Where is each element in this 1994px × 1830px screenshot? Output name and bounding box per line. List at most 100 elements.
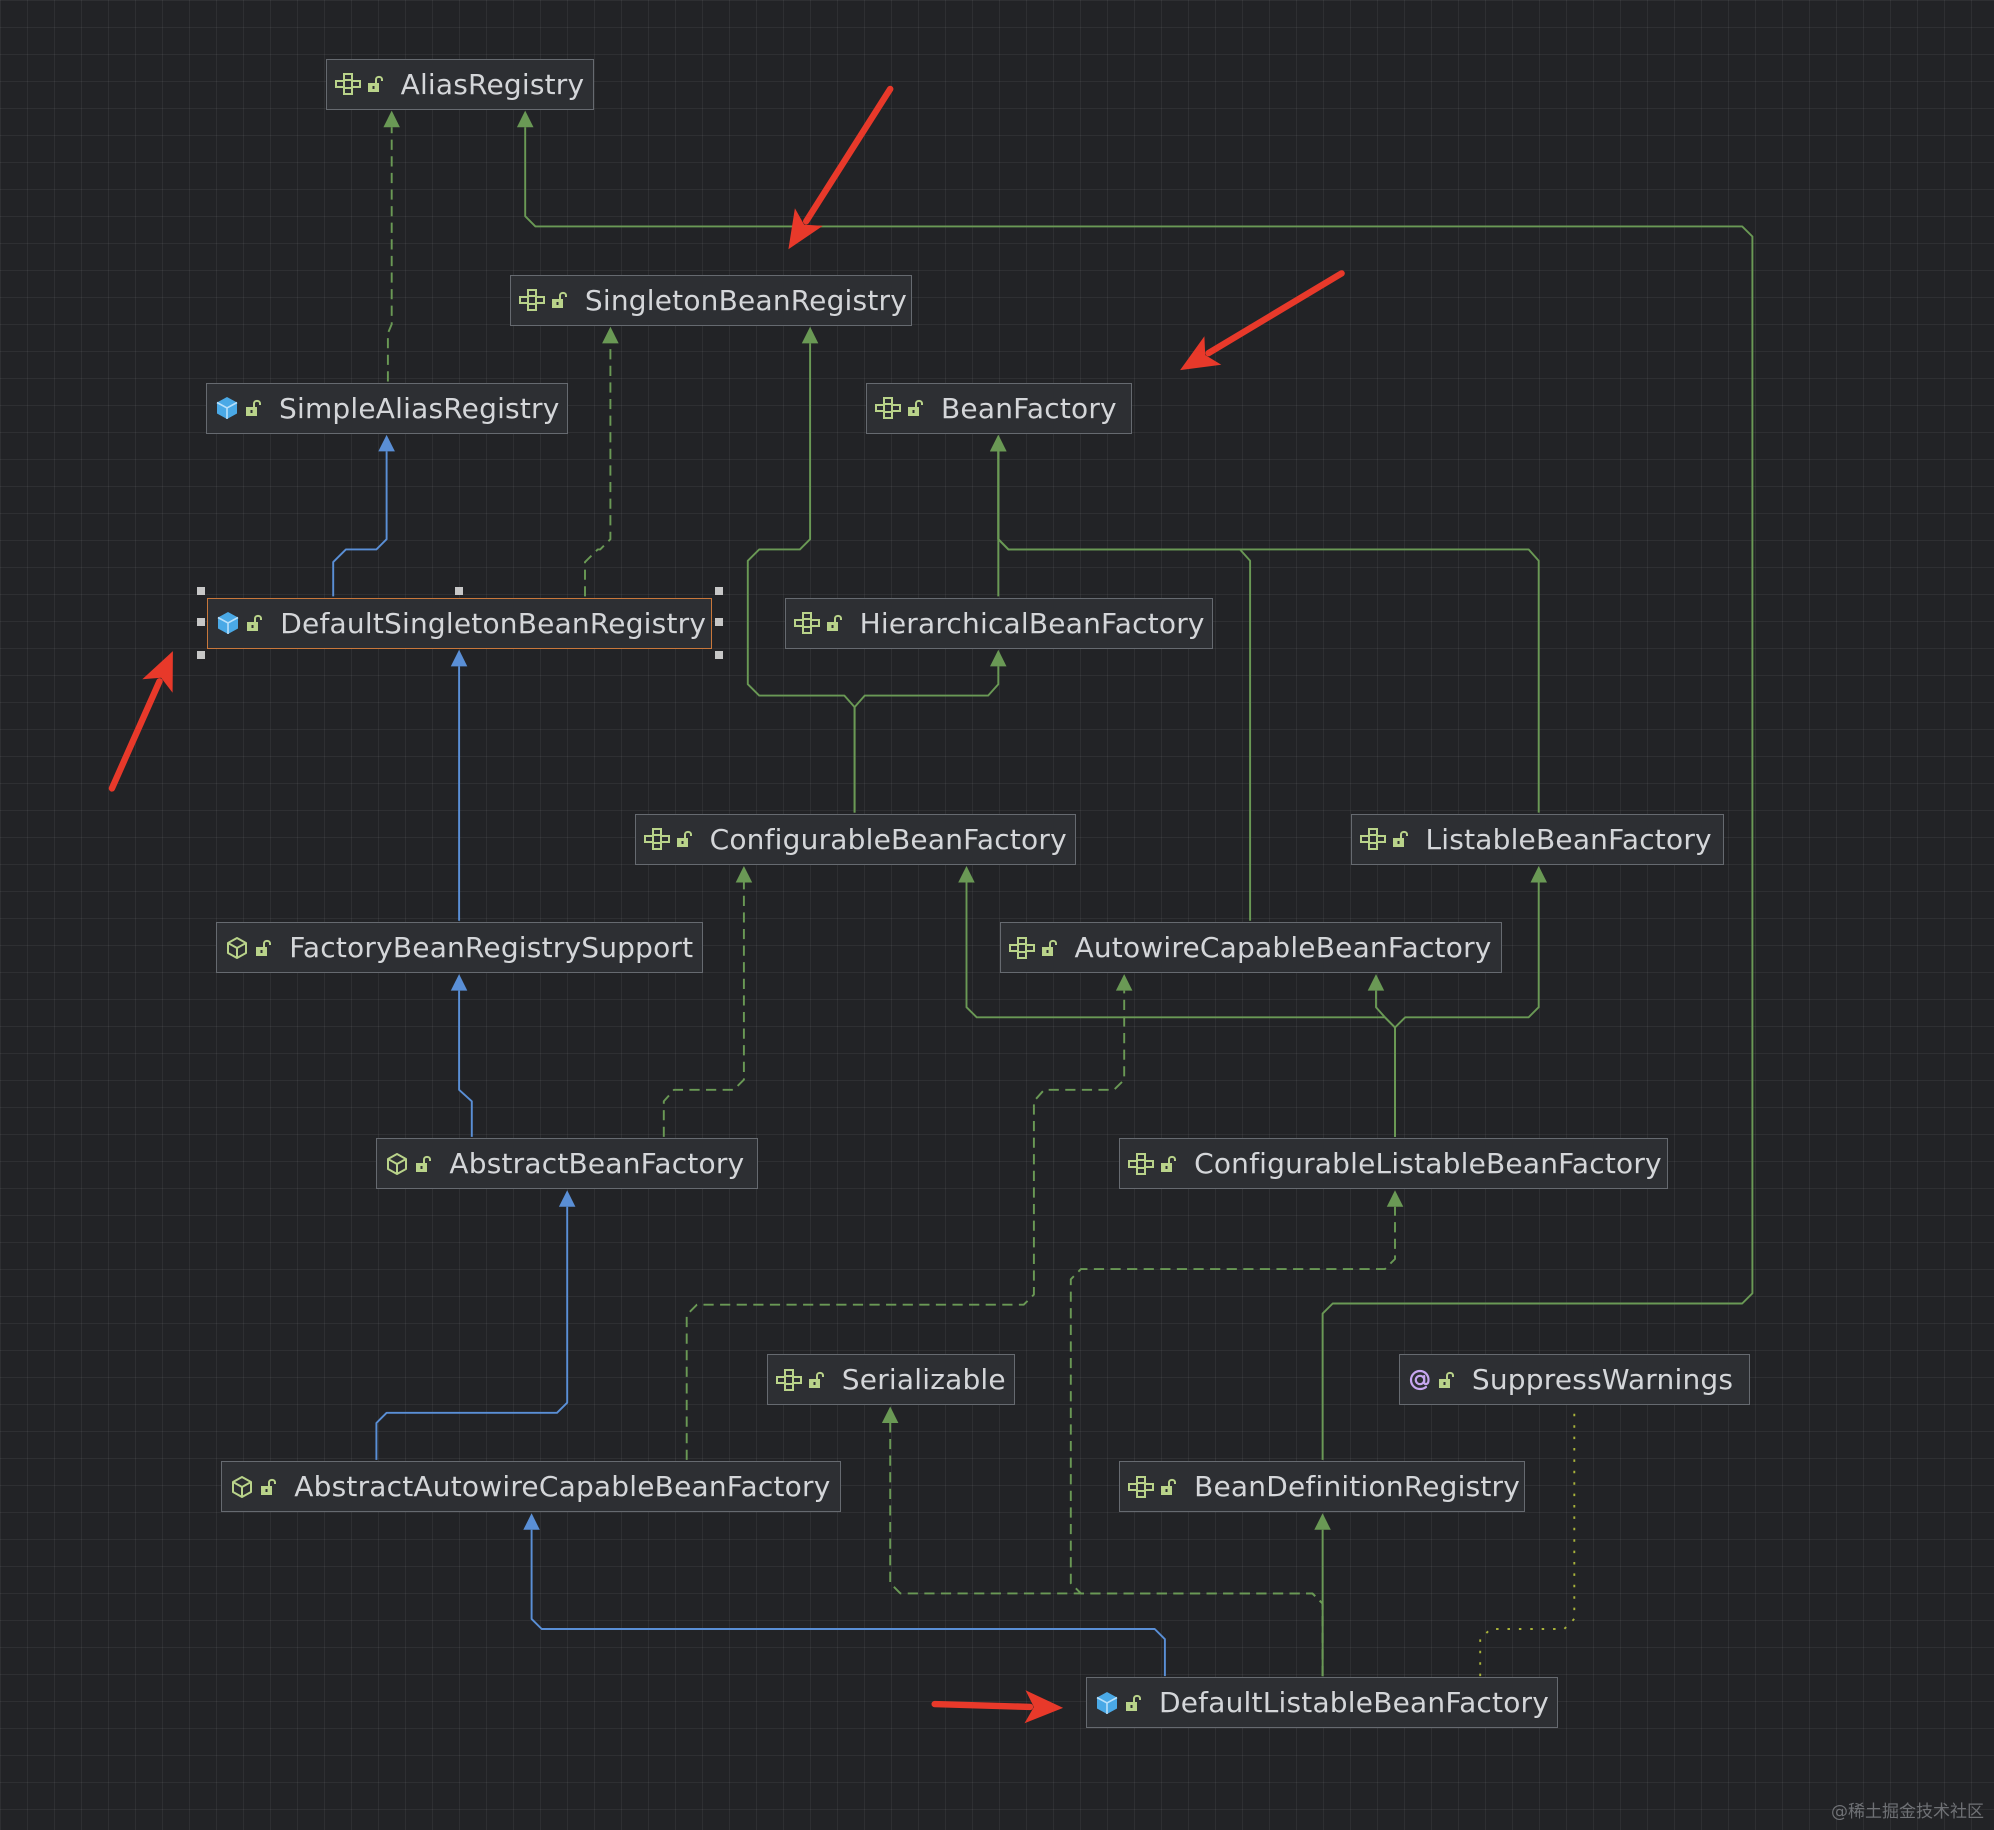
- edge-arrowhead: [516, 110, 534, 128]
- watermark: @稀土掘金技术社区: [1831, 1802, 1984, 1822]
- edge-arrowhead: [735, 866, 753, 883]
- node-SingletonBeanRegistry[interactable]: SingletonBeanRegistry: [509, 274, 912, 326]
- public-lock-icon: [676, 829, 694, 849]
- abstract-icon: [230, 1475, 254, 1499]
- abstract-icon: [385, 1152, 409, 1176]
- edge-ConfigurableBeanFactory-to-HierarchicalBeanFactory: [853, 649, 1007, 813]
- red-arrow-BeanFactory: [1180, 270, 1345, 371]
- node-AbstractAutowireCapableBeanFactory[interactable]: AbstractAutowireCapableBeanFactory: [221, 1461, 841, 1513]
- interface-icon: [1128, 1475, 1155, 1498]
- node-label: Serializable: [841, 1363, 1006, 1397]
- edge-ConfigurableBeanFactory-to-SingletonBeanRegistry: [746, 326, 856, 813]
- edge-DefaultSingletonBeanRegistry-to-SimpleAliasRegistry: [332, 434, 395, 597]
- node-label: SingletonBeanRegistry: [584, 283, 907, 317]
- node-ConfigurableBeanFactory[interactable]: ConfigurableBeanFactory: [634, 813, 1076, 865]
- public-lock-icon: [260, 1477, 278, 1497]
- edge-AbstractAutowireCapableBeanFactory-to-AbstractBeanFactory: [375, 1190, 576, 1460]
- red-arrow-DefaultSingletonBeanRegistry: [108, 651, 173, 792]
- node-SimpleAliasRegistry[interactable]: SimpleAliasRegistry: [206, 382, 569, 434]
- public-lock-icon: [1438, 1370, 1456, 1390]
- node-label: AutowireCapableBeanFactory: [1074, 931, 1492, 964]
- node-label: FactoryBeanRegistrySupport: [289, 931, 694, 964]
- edge-DefaultListableBeanFactory-to-AbstractAutowireCapableBeanFactory: [523, 1513, 1166, 1677]
- node-DefaultListableBeanFactory[interactable]: DefaultListableBeanFactory: [1086, 1677, 1558, 1729]
- public-lock-icon: [808, 1370, 826, 1390]
- edge-arrowhead: [1314, 1513, 1331, 1530]
- public-lock-icon: [826, 613, 844, 633]
- node-ListableBeanFactory[interactable]: ListableBeanFactory: [1350, 813, 1725, 865]
- edge-AbstractBeanFactory-to-ConfigurableBeanFactory: [662, 866, 753, 1137]
- node-Serializable[interactable]: Serializable: [766, 1354, 1015, 1406]
- node-label: AbstractAutowireCapableBeanFactory: [294, 1470, 831, 1504]
- edge-arrowhead: [881, 1406, 899, 1423]
- public-lock-icon: [1392, 829, 1410, 849]
- red-arrow-DefaultListableBeanFactory: [931, 1690, 1064, 1724]
- node-BeanDefinitionRegistry[interactable]: BeanDefinitionRegistry: [1119, 1461, 1525, 1513]
- node-SuppressWarnings[interactable]: SuppressWarnings: [1398, 1354, 1750, 1406]
- node-BeanFactory[interactable]: BeanFactory: [866, 382, 1132, 434]
- node-DefaultSingletonBeanRegistry[interactable]: DefaultSingletonBeanRegistry: [207, 597, 713, 649]
- edge-AbstractAutowireCapableBeanFactory-to-AutowireCapableBeanFactory: [685, 974, 1133, 1460]
- interface-icon: [875, 397, 901, 420]
- edge-arrowhead: [1115, 974, 1133, 991]
- edge-BeanDefinitionRegistry-to-AliasRegistry: [516, 110, 1754, 1460]
- edge-arrowhead: [383, 110, 400, 128]
- node-label: BeanFactory: [941, 391, 1117, 425]
- edge-arrowhead: [958, 866, 975, 883]
- node-label: DefaultSingletonBeanRegistry: [280, 606, 707, 640]
- selection-handle[interactable]: [714, 650, 723, 659]
- node-label: AliasRegistry: [400, 67, 585, 101]
- edge-ListableBeanFactory-to-BeanFactory: [990, 434, 1540, 813]
- edge-SimpleAliasRegistry-to-AliasRegistry: [383, 110, 400, 382]
- interface-icon: [775, 1368, 802, 1391]
- edge-arrowhead: [450, 974, 468, 991]
- edge-arrowhead: [378, 434, 395, 452]
- class-icon: [1095, 1691, 1119, 1715]
- edge-DefaultListableBeanFactory-to-Serializable: [881, 1406, 1324, 1677]
- node-ConfigurableListableBeanFactory[interactable]: ConfigurableListableBeanFactory: [1119, 1138, 1669, 1190]
- public-lock-icon: [551, 290, 569, 310]
- selection-handle[interactable]: [714, 587, 723, 596]
- selection-handle[interactable]: [196, 650, 205, 659]
- node-label: AbstractBeanFactory: [449, 1147, 745, 1181]
- node-label: BeanDefinitionRegistry: [1194, 1470, 1521, 1504]
- class-icon: [215, 396, 239, 420]
- public-lock-icon: [1160, 1477, 1178, 1497]
- interface-icon: [334, 73, 361, 95]
- interface-icon: [643, 828, 670, 851]
- edge-arrowhead: [1386, 1190, 1404, 1207]
- public-lock-icon: [1160, 1154, 1178, 1174]
- node-FactoryBeanRegistrySupport[interactable]: FactoryBeanRegistrySupport: [216, 922, 704, 973]
- node-AbstractBeanFactory[interactable]: AbstractBeanFactory: [376, 1138, 758, 1190]
- edge-layer: [332, 110, 1754, 1677]
- edge-arrowhead: [558, 1190, 576, 1207]
- abstract-icon: [225, 936, 249, 960]
- node-label: DefaultListableBeanFactory: [1159, 1686, 1550, 1720]
- public-lock-icon: [246, 613, 264, 633]
- edge-ConfigurableListableBeanFactory-to-AutowireCapableBeanFactory: [1367, 974, 1396, 1137]
- edge-arrowhead: [990, 649, 1007, 667]
- interface-icon: [793, 612, 820, 635]
- node-label: SimpleAliasRegistry: [279, 391, 560, 425]
- edge-arrowhead: [801, 326, 819, 344]
- interface-icon: [1008, 936, 1035, 959]
- selection-handle[interactable]: [196, 617, 205, 626]
- edge-DefaultSingletonBeanRegistry-to-SingletonBeanRegistry: [584, 326, 619, 597]
- public-lock-icon: [245, 398, 263, 418]
- node-label: ListableBeanFactory: [1425, 822, 1712, 856]
- edge-DefaultListableBeanFactory-to-ConfigurableListableBeanFactory: [1069, 1190, 1404, 1677]
- node-label: SuppressWarnings: [1471, 1363, 1734, 1397]
- node-AliasRegistry[interactable]: AliasRegistry: [325, 58, 594, 110]
- selection-handle[interactable]: [196, 587, 205, 596]
- public-lock-icon: [255, 938, 273, 958]
- node-label: ConfigurableBeanFactory: [709, 822, 1067, 856]
- selection-handle[interactable]: [455, 587, 464, 596]
- selection-handle[interactable]: [714, 617, 723, 626]
- node-HierarchicalBeanFactory[interactable]: HierarchicalBeanFactory: [784, 597, 1214, 649]
- public-lock-icon: [1041, 938, 1059, 958]
- node-AutowireCapableBeanFactory[interactable]: AutowireCapableBeanFactory: [999, 922, 1502, 973]
- edge-arrowhead: [1530, 866, 1547, 883]
- interface-icon: [1359, 828, 1386, 851]
- interface-icon: [518, 289, 545, 312]
